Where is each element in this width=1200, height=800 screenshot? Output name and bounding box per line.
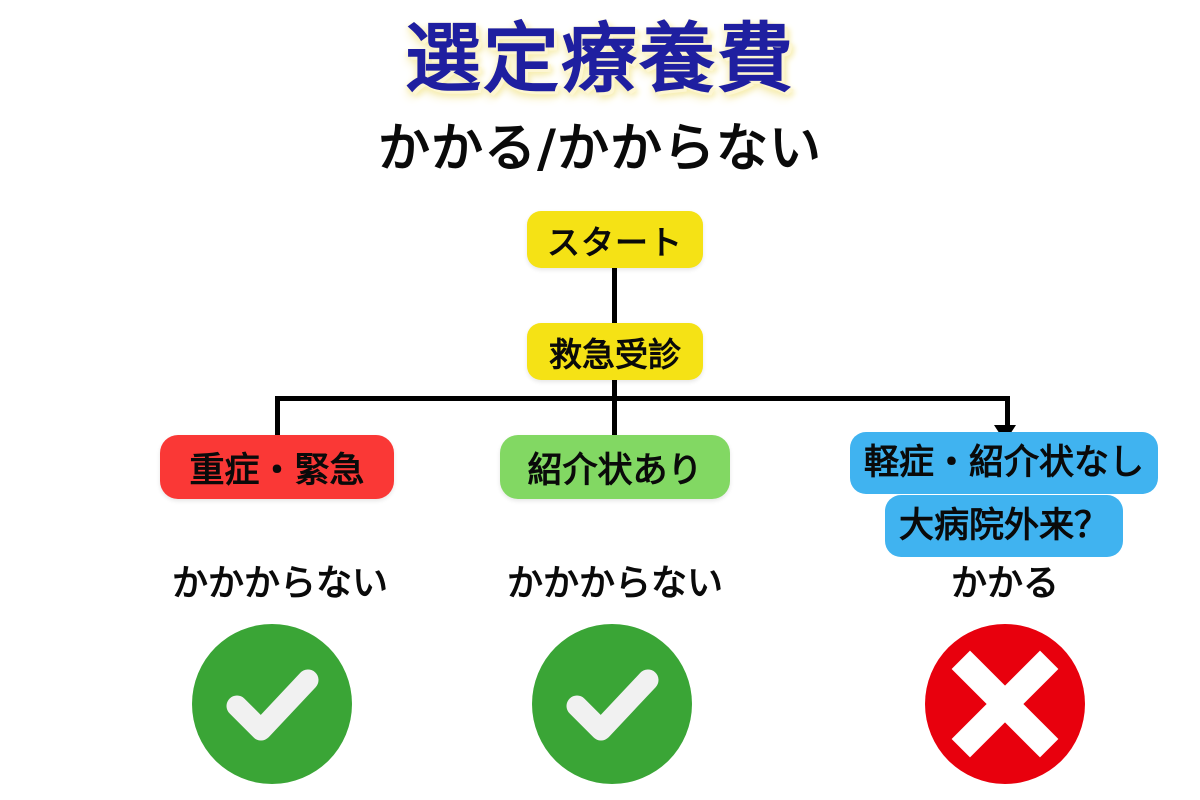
connector-start-to-emergency <box>612 266 617 326</box>
flow-node-mild-line-1: 軽症・紹介状なし <box>820 432 1188 494</box>
check-circle-icon-referral <box>532 624 692 784</box>
flow-node-has-referral: 紹介状あり <box>500 435 730 499</box>
flow-node-mild-text-1: 軽症・紹介状なし <box>849 432 1158 494</box>
flow-node-mild-no-referral: 軽症・紹介状なし 大病院外来？ <box>820 432 1188 557</box>
flow-node-mild-text-2: 大病院外来？ <box>884 495 1123 557</box>
cross-circle-icon-mild <box>925 624 1085 784</box>
page-subtitle: かかる/かからない <box>378 119 822 179</box>
result-label-mild: かかる <box>950 563 1059 604</box>
result-label-severe: かかからない <box>171 563 388 604</box>
page-title: 選定療養費 <box>405 14 795 103</box>
connector-horizontal-bus <box>275 396 1010 401</box>
connector-drop-mild <box>1005 396 1010 440</box>
result-label-referral: かかからない <box>506 563 723 604</box>
connector-drop-severe <box>275 396 280 440</box>
check-circle-icon-severe <box>192 624 352 784</box>
flow-node-mild-line-2: 大病院外来？ <box>820 494 1188 557</box>
flow-node-severe-urgent: 重症・緊急 <box>160 435 394 499</box>
flow-node-emergency-visit: 救急受診 <box>527 323 703 380</box>
connector-drop-referral <box>612 396 617 440</box>
connector-emergency-to-bus <box>612 378 617 400</box>
flow-node-start: スタート <box>527 211 703 268</box>
